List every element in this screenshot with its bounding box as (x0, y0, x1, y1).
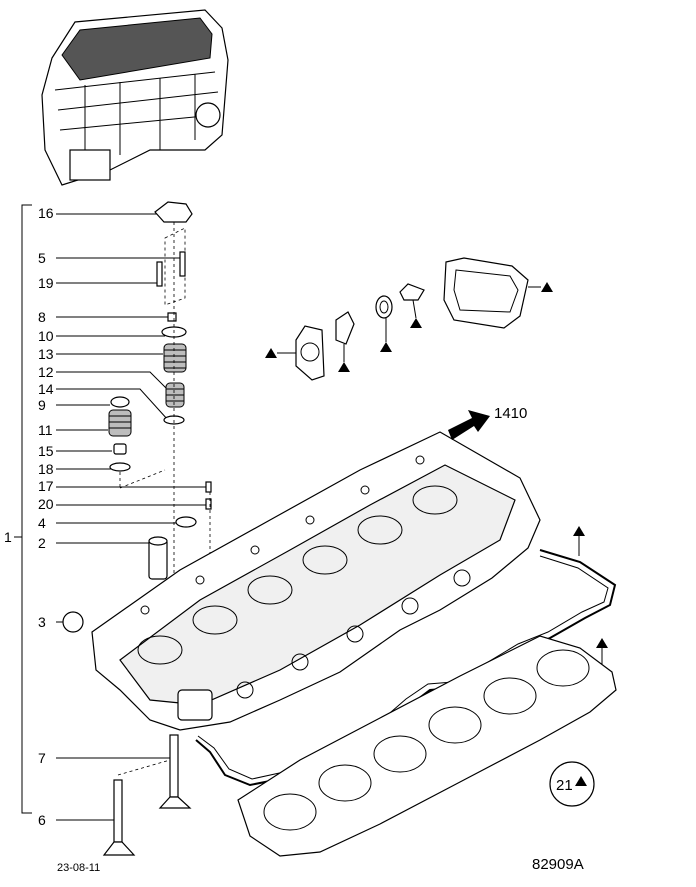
valves (102, 734, 192, 856)
callout-13: 13 (38, 346, 54, 362)
valve-train-parts (62, 201, 212, 640)
callout-16: 16 (38, 205, 54, 221)
triangle-icon (541, 282, 553, 292)
callout-19: 19 (38, 275, 54, 291)
callout-11: 11 (38, 422, 53, 438)
triangle-icon (380, 342, 392, 352)
callout-7: 7 (38, 750, 46, 766)
callout-1: 1 (4, 529, 12, 545)
circled-ref-21: 21 (549, 761, 595, 807)
reference-arrow-1410: 1410 (448, 405, 527, 440)
gaskets-upper (295, 257, 529, 381)
callout-5: 5 (38, 250, 46, 266)
callout-6: 6 (38, 812, 46, 828)
cylinder-head (91, 431, 541, 731)
callout-10: 10 (38, 328, 54, 344)
callout-12: 12 (38, 364, 54, 380)
triangle-icon (265, 348, 277, 358)
callout-14: 14 (38, 381, 54, 397)
reference-arrow-label: 1410 (494, 405, 527, 422)
callout-18: 18 (38, 461, 54, 477)
triangle-icon (410, 318, 422, 328)
triangle-icon (338, 362, 350, 372)
callout-15: 15 (38, 443, 54, 459)
triangle-icon (573, 526, 585, 536)
callout-3: 3 (38, 614, 46, 630)
callout-17: 17 (38, 478, 54, 494)
callout-9: 9 (38, 397, 46, 413)
callout-2: 2 (38, 535, 46, 551)
assembly-bracket (21, 204, 32, 814)
triangle-markers (265, 282, 608, 664)
head-gasket (237, 635, 617, 857)
figure-code: 82909A (532, 856, 584, 873)
engine-thumbnail (41, 9, 229, 186)
callout-20: 20 (38, 496, 54, 512)
date-stamp: 23-08-11 (57, 862, 100, 874)
rocker-cover-gasket (195, 549, 617, 787)
triangle-icon (575, 776, 587, 786)
callout-4: 4 (38, 515, 46, 531)
callout-8: 8 (38, 309, 46, 325)
leader-lines (56, 213, 206, 821)
circled-ref-label: 21 (556, 777, 573, 794)
triangle-icon (596, 638, 608, 648)
